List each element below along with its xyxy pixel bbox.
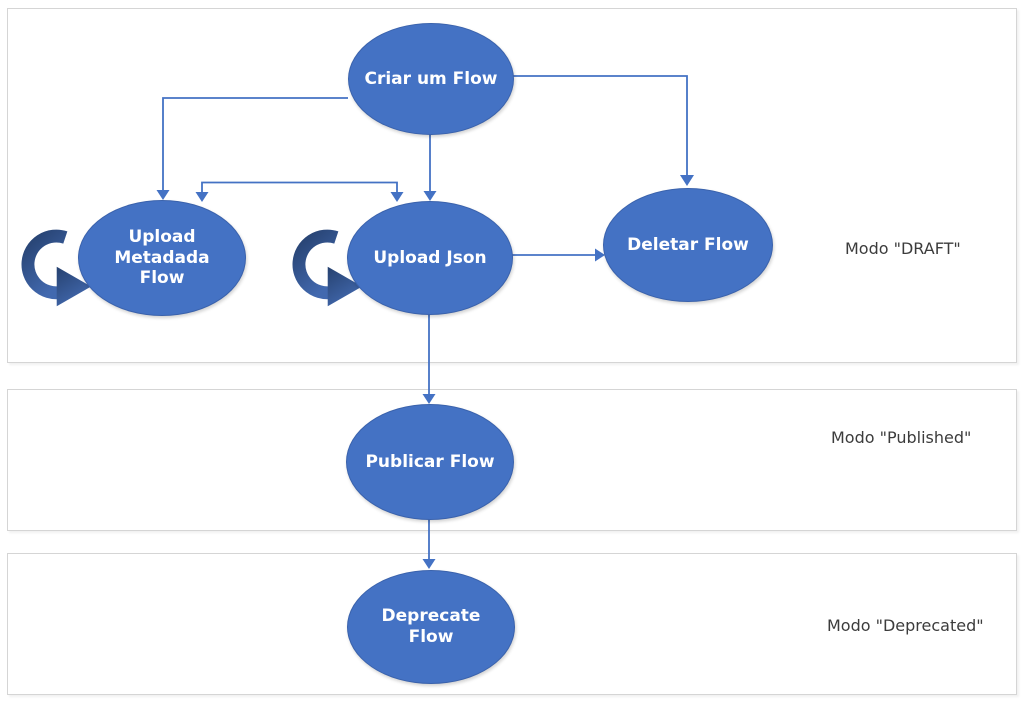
node-label: Criar um Flow — [364, 68, 498, 89]
mode-label-published: Modo "Published" — [831, 428, 972, 447]
node-deprecate-flow: Deprecate Flow — [347, 570, 515, 684]
node-label: Deprecate Flow — [381, 606, 481, 647]
node-deletar-flow: Deletar Flow — [603, 188, 773, 302]
node-publicar-flow: Publicar Flow — [346, 404, 514, 520]
node-upload-metadada-flow: Upload Metadada Flow — [78, 200, 246, 316]
node-criar-um-flow: Criar um Flow — [348, 23, 514, 135]
node-label: Upload Json — [373, 247, 487, 268]
loop-arrow-icon — [21, 229, 92, 307]
node-label: Publicar Flow — [365, 451, 495, 472]
node-label: Deletar Flow — [627, 234, 749, 255]
node-label: Upload Metadada Flow — [114, 226, 210, 289]
mode-label-draft: Modo "DRAFT" — [845, 239, 961, 258]
loop-arrow-icon — [292, 229, 363, 307]
mode-label-deprecated: Modo "Deprecated" — [827, 616, 984, 635]
node-upload-json: Upload Json — [347, 201, 513, 315]
